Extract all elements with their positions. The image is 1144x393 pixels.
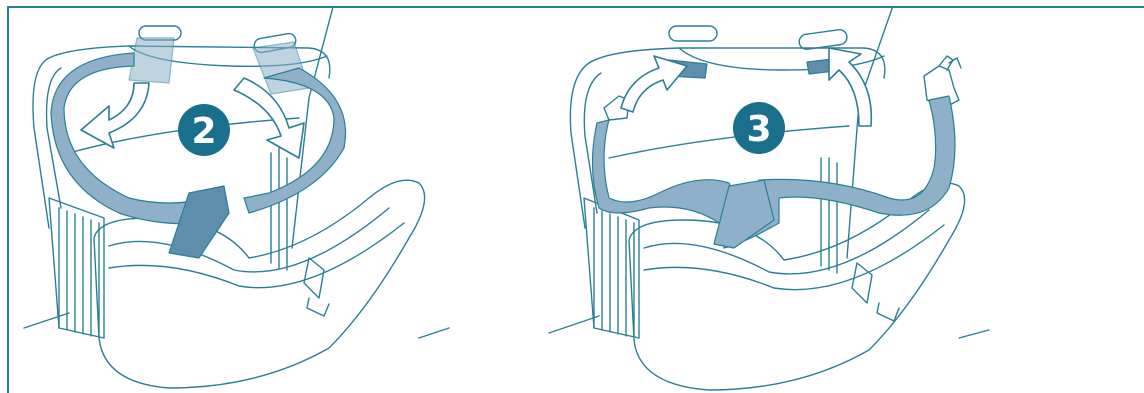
step-3-panel: 3: [529, 8, 1144, 393]
seat-shell-outline: [33, 58, 49, 228]
step-2-badge: 2: [178, 104, 230, 156]
step-2-panel: 2: [9, 8, 529, 393]
arrow-right-up: [829, 48, 871, 126]
step-3-badge: 3: [733, 102, 785, 154]
step-2-number: 2: [191, 111, 216, 152]
step-3-number: 3: [746, 109, 771, 150]
arrow-left-down: [81, 83, 149, 148]
step-3-illustration: 3: [529, 8, 1144, 393]
arrow-left-up: [621, 56, 687, 112]
step-2-illustration: 2: [9, 8, 529, 393]
